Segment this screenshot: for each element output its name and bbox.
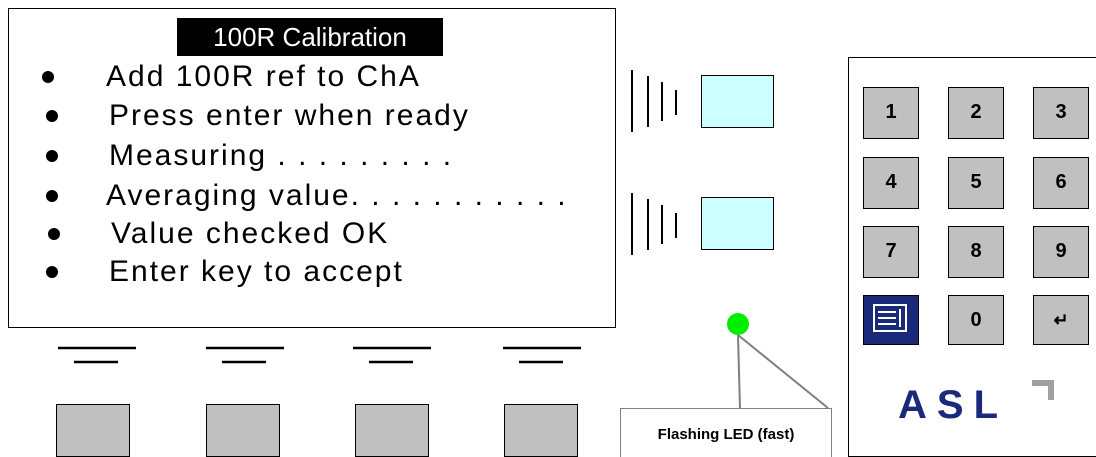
screen-title: 100R Calibration	[177, 18, 443, 56]
indicator-box-2	[701, 197, 774, 250]
bullet-icon	[46, 150, 58, 162]
led-callout-box	[620, 408, 832, 457]
softkey-4[interactable]	[504, 404, 578, 457]
key-6[interactable]: 6	[1033, 157, 1089, 209]
status-led	[727, 313, 749, 335]
menu-icon	[873, 304, 907, 332]
key-5[interactable]: 5	[948, 157, 1004, 209]
key-7[interactable]: 7	[863, 226, 919, 278]
key-4[interactable]: 4	[863, 157, 919, 209]
display-screen	[8, 8, 616, 328]
key-3[interactable]: 3	[1033, 87, 1089, 139]
led-label: Flashing LED (fast)	[657, 426, 795, 443]
key-1[interactable]: 1	[863, 87, 919, 139]
logo-corner-mark	[1032, 380, 1054, 400]
step-enter-accept: Enter key to accept	[109, 255, 404, 288]
logo-text: ASL	[898, 383, 1008, 424]
softkey-marks	[58, 346, 581, 364]
enter-icon: ↵	[1053, 310, 1069, 330]
step-measuring: Measuring . . . . . . . . .	[109, 139, 454, 172]
bullet-icon	[46, 190, 58, 202]
step-add-ref: Add 100R ref to ChA	[106, 60, 421, 93]
bullet-icon	[46, 110, 58, 122]
enter-key[interactable]: ↵	[1033, 295, 1089, 345]
indicator-box-1	[701, 75, 774, 128]
softkey-2[interactable]	[206, 404, 280, 457]
key-8[interactable]: 8	[948, 226, 1004, 278]
step-press-enter: Press enter when ready	[109, 99, 470, 132]
key-2[interactable]: 2	[948, 87, 1004, 139]
menu-key[interactable]	[863, 295, 919, 345]
vibration-marks	[631, 70, 677, 255]
key-9[interactable]: 9	[1033, 226, 1089, 278]
key-0[interactable]: 0	[948, 295, 1004, 345]
led-callout-lines	[737, 334, 829, 409]
bullet-icon	[48, 228, 60, 240]
step-averaging: Averaging value. . . . . . . . . . .	[106, 179, 568, 212]
step-value-checked: Value checked OK	[111, 217, 390, 250]
bullet-icon	[46, 266, 58, 278]
bullet-icon	[42, 71, 54, 83]
softkey-3[interactable]	[355, 404, 429, 457]
softkey-1[interactable]	[56, 404, 130, 457]
asl-logo: ASL	[898, 380, 1054, 424]
